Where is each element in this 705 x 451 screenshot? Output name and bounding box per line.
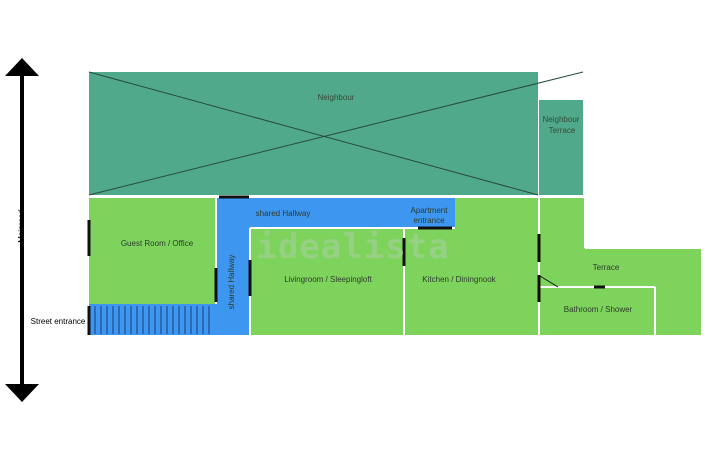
bathroom-door-swing bbox=[539, 275, 559, 288]
terrace-area bbox=[540, 248, 701, 335]
doors bbox=[87, 195, 605, 335]
street-entrance-label: Street entrance bbox=[31, 317, 86, 326]
stairs-lines bbox=[94, 306, 210, 334]
mainroad-label: Mainroad bbox=[17, 209, 26, 242]
guest-room-label: Guest Room / Office bbox=[121, 239, 194, 248]
kitchen-label: Kitchen / Diningnook bbox=[422, 275, 496, 284]
shared-hallway-label: shared Hallway bbox=[256, 209, 311, 218]
neighbour-terrace-area bbox=[539, 100, 583, 195]
neighbour-label: Neighbour bbox=[318, 93, 355, 102]
neighbour-terrace-label-2: Terrace bbox=[549, 126, 576, 135]
apartment-entrance-label-2: entrance bbox=[413, 216, 445, 225]
bathroom-label: Bathroom / Shower bbox=[564, 305, 633, 314]
shared-hallway-vertical-label: shared Hallway bbox=[227, 255, 236, 310]
terrace-label: Terrace bbox=[593, 263, 620, 272]
living-room-label: Livingroom / Sleepingloft bbox=[284, 275, 372, 284]
shared-hallway-top bbox=[217, 197, 455, 228]
apartment-entrance-label-1: Apartment bbox=[411, 206, 449, 215]
neighbour-terrace-label-1: Neighbour bbox=[543, 115, 580, 124]
idealista-watermark: idealista bbox=[256, 227, 449, 267]
mainroad-arrow bbox=[5, 58, 39, 402]
